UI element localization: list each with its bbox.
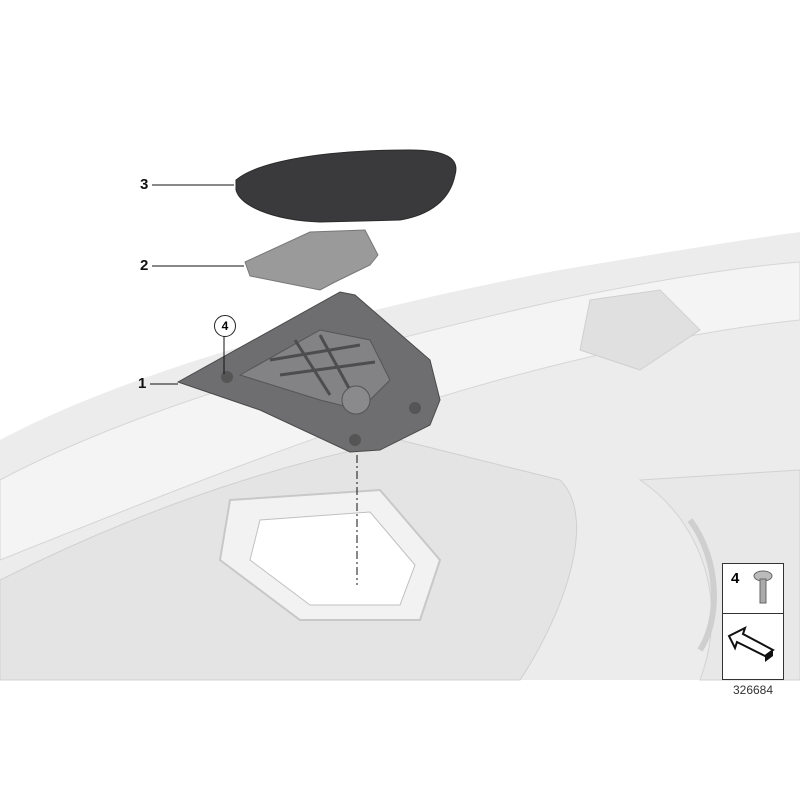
screw-icon: [753, 570, 773, 604]
part-1-speaker-housing: [176, 291, 441, 453]
legend-divider: [723, 613, 783, 614]
callout-3: 3: [140, 176, 149, 193]
part-2-insulation-pad: [244, 229, 379, 291]
parts-legend: 4: [722, 563, 784, 680]
diagram-id: 326684: [732, 683, 774, 697]
callout-1: 1: [138, 375, 147, 392]
circled-callout-4: 4: [214, 315, 236, 337]
callout-2: 2: [140, 257, 149, 274]
dashboard-illustration: [0, 232, 800, 681]
legend-item-number: 4: [731, 570, 740, 587]
leader-lines: [150, 184, 358, 585]
part-3-grille-cover: [235, 149, 457, 223]
direction-arrow-icon: [727, 626, 775, 662]
